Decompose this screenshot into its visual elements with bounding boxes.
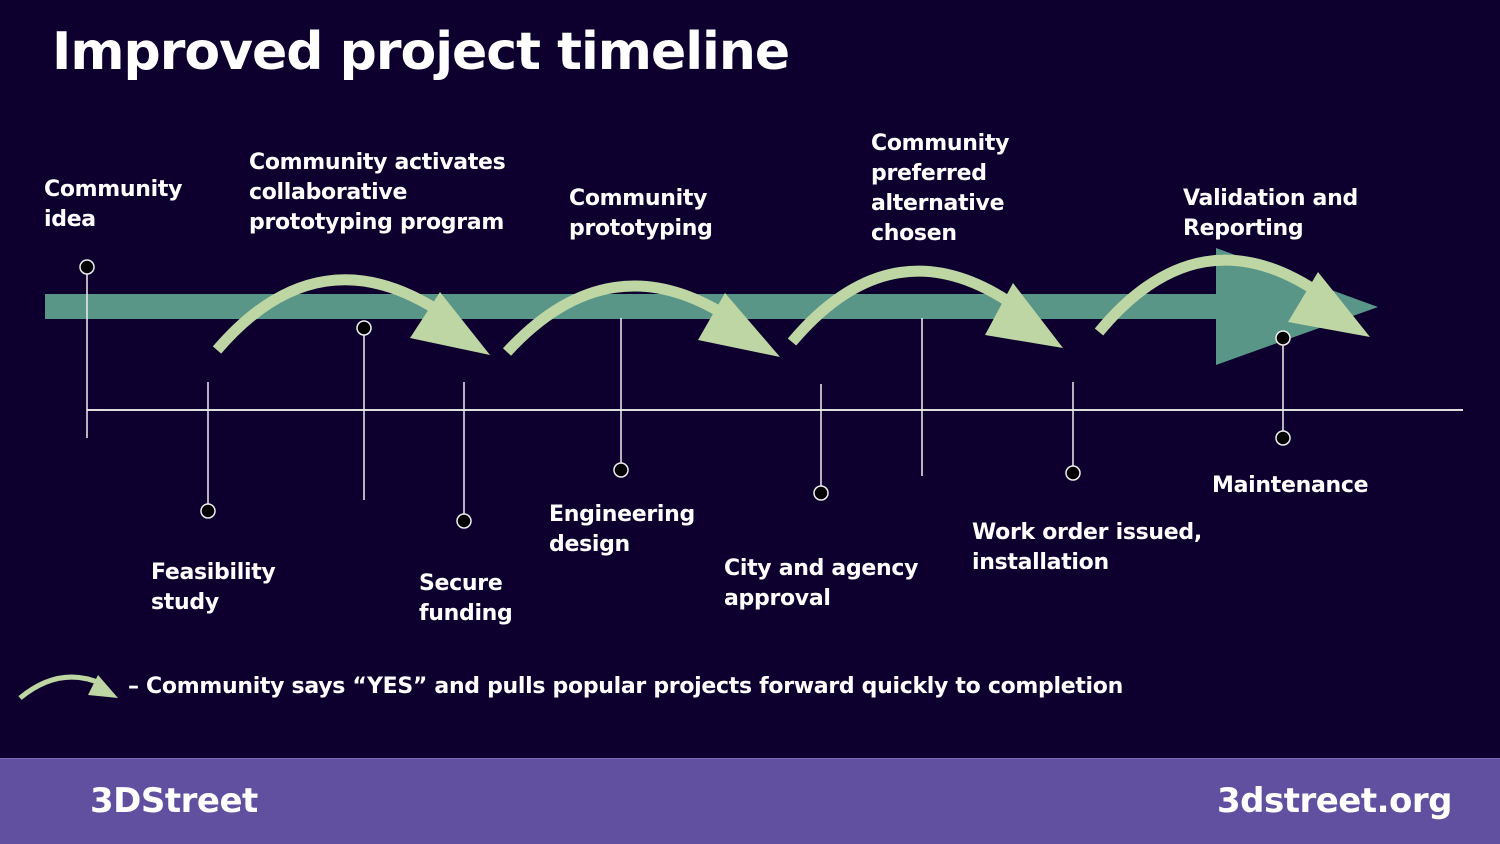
footer: 3DStreet 3dstreet.org bbox=[0, 758, 1500, 844]
page-title: Improved project timeline bbox=[52, 22, 790, 82]
pull-arrowheads bbox=[410, 272, 1370, 357]
milestone-label: Community idea bbox=[44, 177, 183, 232]
milestone-label: City and agency approval bbox=[724, 556, 919, 611]
curved-arrow-icon bbox=[212, 274, 449, 354]
timeline-diagram bbox=[18, 248, 1463, 700]
milestone-label: Community activates collaborative protot… bbox=[249, 150, 506, 235]
milestone-dot bbox=[79, 259, 95, 275]
progress-bar bbox=[45, 294, 1217, 319]
pull-arrows bbox=[212, 254, 1326, 356]
legend-arrowhead-icon bbox=[88, 675, 118, 698]
milestone-dot bbox=[613, 462, 629, 478]
milestone-label: Engineering design bbox=[549, 502, 695, 557]
milestone-dot bbox=[813, 485, 829, 501]
milestone-label: Feasibility study bbox=[151, 560, 276, 615]
milestone-label: Community prototyping bbox=[569, 186, 713, 241]
milestone-label: Community preferred alternative chosen bbox=[871, 131, 1010, 246]
legend-text: – Community says “YES” and pulls popular… bbox=[128, 674, 1123, 699]
milestone-dot bbox=[200, 503, 216, 519]
milestone-label: Work order issued, installation bbox=[972, 520, 1202, 575]
legend-arrow-icon bbox=[18, 674, 104, 700]
curved-arrow-icon bbox=[502, 280, 733, 356]
milestone-dot bbox=[456, 513, 472, 529]
milestone-label: Maintenance bbox=[1212, 473, 1369, 498]
milestone-dot bbox=[1275, 330, 1291, 346]
milestone-label: Secure funding bbox=[419, 571, 513, 626]
milestone-markers bbox=[79, 259, 1291, 529]
milestone-dot bbox=[356, 320, 372, 336]
milestone-label: Validation and Reporting bbox=[1183, 186, 1358, 241]
milestone-dot bbox=[1275, 430, 1291, 446]
website-link[interactable]: 3dstreet.org bbox=[1216, 781, 1453, 821]
curved-arrow-icon bbox=[1094, 254, 1326, 336]
curved-arrow-icon bbox=[787, 265, 1022, 346]
milestone-dot bbox=[1065, 465, 1081, 481]
brand-logo: 3DStreet bbox=[90, 781, 258, 821]
progress-arrowhead bbox=[1216, 248, 1378, 365]
